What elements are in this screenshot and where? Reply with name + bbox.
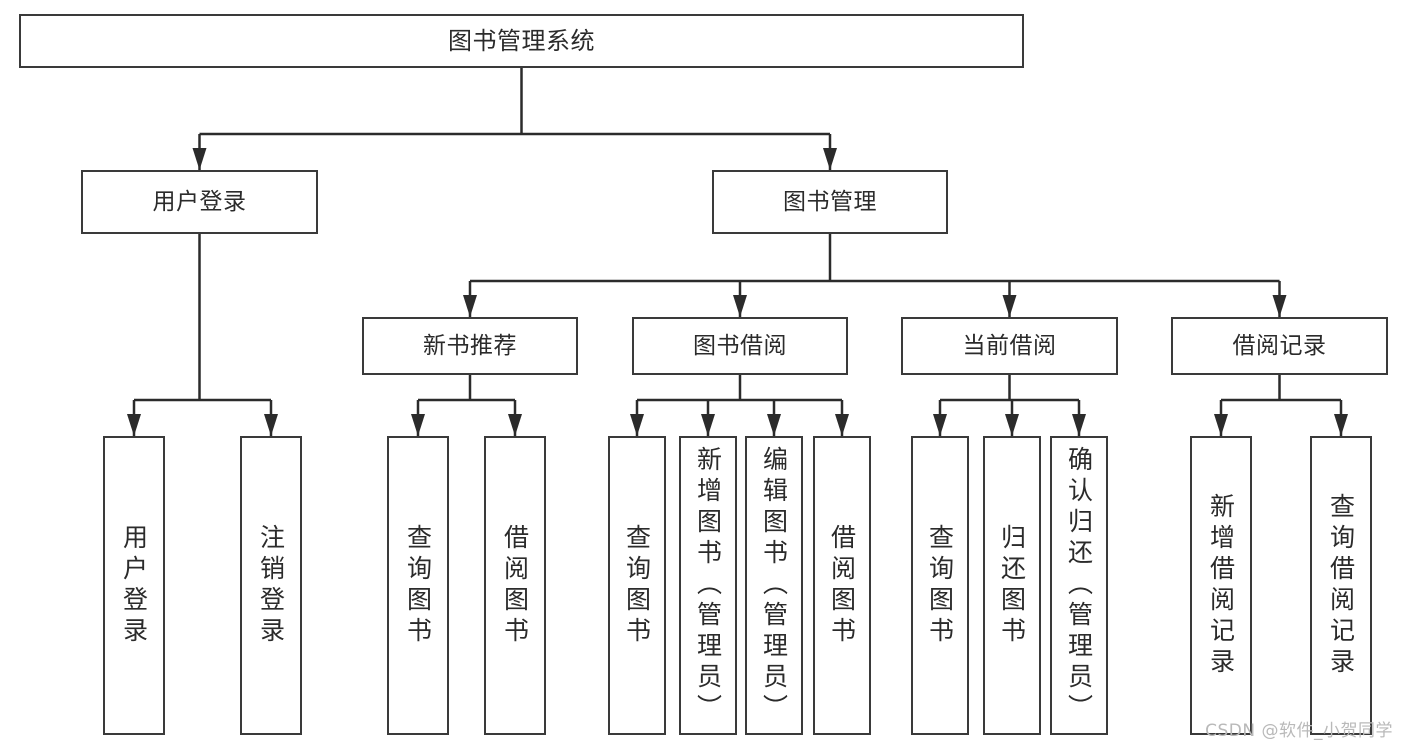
node-label: 新书推荐: [423, 332, 517, 359]
arrowhead: [701, 414, 715, 436]
node-label: 查询借阅记录: [1326, 492, 1356, 679]
arrowhead: [508, 414, 522, 436]
node-book-borrow[interactable]: 图书借阅: [632, 317, 848, 375]
node-label: 借阅图书: [827, 523, 857, 648]
arrowhead: [1334, 414, 1348, 436]
node-label: 查询图书: [925, 523, 955, 648]
arrowhead: [411, 414, 425, 436]
node-label: 用户登录: [119, 523, 149, 648]
arrowhead: [1072, 414, 1086, 436]
arrowhead: [1002, 295, 1017, 317]
node-label: 确认归还（管理员）: [1064, 446, 1094, 725]
node-leaf-add-record[interactable]: 新增借阅记录: [1190, 436, 1252, 735]
node-user-login[interactable]: 用户登录: [81, 170, 318, 234]
node-leaf-user-logout[interactable]: 注销登录: [240, 436, 302, 735]
arrowhead: [630, 414, 644, 436]
node-label: 新增借阅记录: [1206, 492, 1236, 679]
node-leaf-user-login[interactable]: 用户登录: [103, 436, 165, 735]
arrowhead: [1005, 414, 1019, 436]
node-leaf-query-record[interactable]: 查询借阅记录: [1310, 436, 1372, 735]
node-leaf-confirm-return[interactable]: 确认归还（管理员）: [1050, 436, 1108, 735]
arrowhead: [823, 148, 837, 170]
node-current-borrow[interactable]: 当前借阅: [901, 317, 1118, 375]
arrowhead: [933, 414, 947, 436]
node-label: 图书借阅: [693, 332, 787, 359]
node-label: 查询图书: [622, 523, 652, 648]
node-label: 编辑图书（管理员）: [759, 446, 789, 725]
node-leaf-edit-book[interactable]: 编辑图书（管理员）: [745, 436, 803, 735]
node-leaf-return-book[interactable]: 归还图书: [983, 436, 1041, 735]
node-leaf-borrow-book-2[interactable]: 借阅图书: [813, 436, 871, 735]
node-book-manage[interactable]: 图书管理: [712, 170, 948, 234]
node-label: 新增图书（管理员）: [693, 446, 723, 725]
node-label: 当前借阅: [962, 332, 1057, 359]
watermark: CSDN @软件_小贺同学: [1205, 721, 1393, 741]
arrowhead: [192, 148, 207, 170]
arrowhead: [463, 295, 477, 317]
arrowhead: [733, 295, 747, 317]
node-root[interactable]: 图书管理系统: [19, 14, 1024, 68]
node-label: 查询图书: [403, 523, 433, 648]
arrowhead: [1214, 414, 1228, 436]
node-label: 图书管理: [783, 188, 877, 215]
node-label: 注销登录: [256, 523, 286, 648]
arrowhead: [835, 414, 849, 436]
arrowhead: [767, 414, 781, 436]
arrowhead: [1272, 295, 1287, 317]
node-label: 图书管理系统: [448, 27, 595, 55]
node-leaf-query-book-3[interactable]: 查询图书: [911, 436, 969, 735]
node-label: 借阅图书: [500, 523, 530, 648]
node-leaf-query-book-1[interactable]: 查询图书: [387, 436, 449, 735]
node-label: 用户登录: [152, 188, 247, 215]
node-leaf-add-book[interactable]: 新增图书（管理员）: [679, 436, 737, 735]
node-borrow-record[interactable]: 借阅记录: [1171, 317, 1388, 375]
arrowhead: [264, 414, 278, 436]
node-new-book-rec[interactable]: 新书推荐: [362, 317, 578, 375]
arrowhead: [127, 414, 141, 436]
node-leaf-borrow-book-1[interactable]: 借阅图书: [484, 436, 546, 735]
node-label: 归还图书: [997, 523, 1027, 648]
node-label: 借阅记录: [1232, 332, 1327, 359]
node-leaf-query-book-2[interactable]: 查询图书: [608, 436, 666, 735]
